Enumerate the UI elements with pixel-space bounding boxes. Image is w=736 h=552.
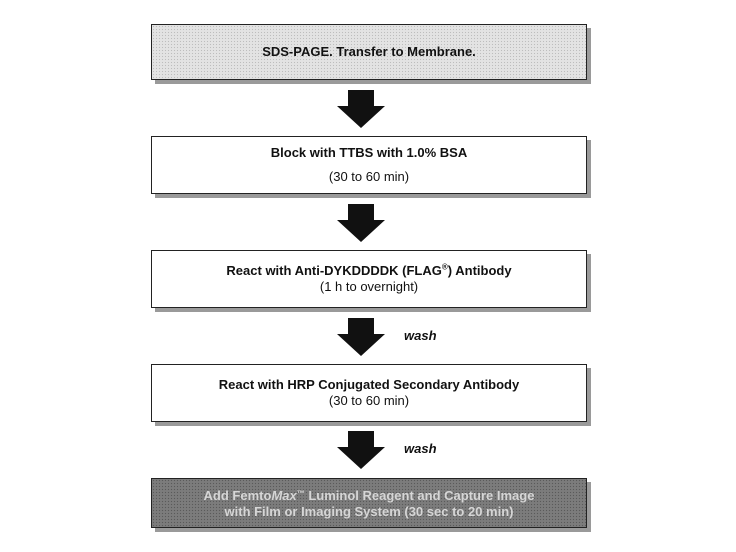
step-block-box: Block with TTBS with 1.0% BSA (30 to 60 … xyxy=(151,136,587,194)
step-transfer-label: SDS-PAGE. Transfer to Membrane. xyxy=(262,44,476,59)
step-block-label: Block with TTBS with 1.0% BSA xyxy=(270,145,468,160)
step-primary-antibody-duration: (1 h to overnight) xyxy=(319,279,419,294)
step-detection-label: Add FemtoMax™ Luminol Reagent and Captur… xyxy=(203,488,535,503)
step-detection-duration: with Film or Imaging System (30 sec to 2… xyxy=(224,504,514,519)
step-transfer-box: SDS-PAGE. Transfer to Membrane. xyxy=(151,24,587,80)
step-primary-antibody-box: React with Anti-DYKDDDDK (FLAG®) Antibod… xyxy=(151,250,587,308)
step-secondary-antibody-label: React with HRP Conjugated Secondary Anti… xyxy=(218,377,520,392)
down-arrow-icon xyxy=(337,204,385,242)
step-block-duration: (30 to 60 min) xyxy=(328,169,410,184)
down-arrow-icon xyxy=(337,318,385,356)
down-arrow-icon xyxy=(337,431,385,469)
step-primary-antibody-label: React with Anti-DYKDDDDK (FLAG®) Antibod… xyxy=(226,262,512,278)
down-arrow-icon xyxy=(337,90,385,128)
wash-label: wash xyxy=(404,441,437,456)
step-secondary-antibody-box: React with HRP Conjugated Secondary Anti… xyxy=(151,364,587,422)
step-detection-box: Add FemtoMax™ Luminol Reagent and Captur… xyxy=(151,478,587,528)
wash-label: wash xyxy=(404,328,437,343)
step-secondary-antibody-duration: (30 to 60 min) xyxy=(328,393,410,408)
